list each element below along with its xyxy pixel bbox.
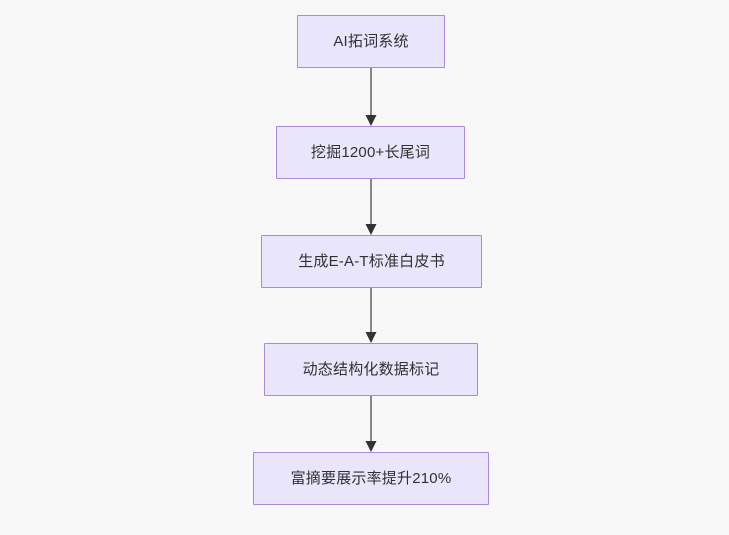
- flowchart-node-ai-keyword-system[interactable]: AI拓词系统: [297, 15, 445, 68]
- flowchart-node-generate-eat-whitepaper[interactable]: 生成E-A-T标准白皮书: [261, 235, 482, 288]
- flowchart-node-mine-longtail-keywords[interactable]: 挖掘1200+长尾词: [276, 126, 465, 179]
- edge-n2-n3: [365, 179, 377, 235]
- edge-n1-n2: [365, 68, 377, 126]
- flowchart-node-rich-snippet-rate-increase[interactable]: 富摘要展示率提升210%: [253, 452, 489, 505]
- flowchart-node-dynamic-structured-data-markup[interactable]: 动态结构化数据标记: [264, 343, 478, 396]
- node-label: AI拓词系统: [333, 32, 409, 50]
- node-label: 生成E-A-T标准白皮书: [298, 252, 445, 270]
- node-label: 动态结构化数据标记: [302, 360, 440, 378]
- edge-n4-n5: [365, 396, 377, 452]
- edge-n3-n4: [365, 288, 377, 343]
- node-label: 富摘要展示率提升210%: [290, 469, 452, 487]
- node-label: 挖掘1200+长尾词: [310, 143, 431, 161]
